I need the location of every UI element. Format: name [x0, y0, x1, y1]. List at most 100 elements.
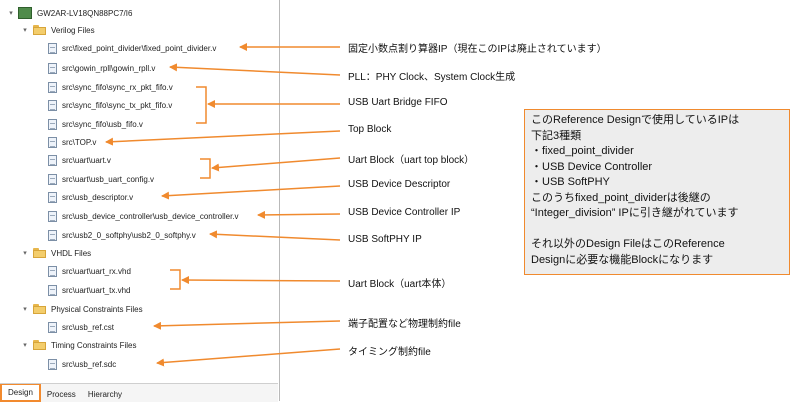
annotation-device-controller: USB Device Controller IP: [348, 207, 461, 218]
annotation-uart-vhdl: Uart Block（uart本体）: [348, 279, 452, 290]
file-item[interactable]: src\uart\uart_rx.vhd: [48, 262, 131, 280]
file-item[interactable]: src\sync_fifo\usb_fifo.v: [48, 115, 143, 133]
file-label: src\TOP.v: [62, 137, 97, 147]
file-icon: [48, 173, 57, 185]
info-line: それ以外のDesign FileはこのReference: [531, 238, 725, 250]
file-icon: [48, 229, 57, 241]
tab-process[interactable]: Process: [46, 390, 76, 399]
file-item[interactable]: src\usb_device_controller\usb_device_con…: [48, 207, 239, 225]
arrow-sdc: [156, 348, 341, 367]
file-icon: [48, 321, 57, 333]
file-label: src\uart\usb_uart_config.v: [62, 174, 155, 184]
arrow-top: [105, 130, 341, 146]
annotation-divider: 固定小数点割り算器IP（現在このIPは廃止されています）: [348, 44, 607, 55]
folder-verilog[interactable]: ▾ Verilog Files: [20, 21, 95, 39]
project-name: GW2AR-LV18QN88PC7/I6: [37, 8, 133, 18]
file-icon: [48, 191, 57, 203]
arrow-cst: [153, 320, 341, 330]
file-icon: [48, 136, 57, 148]
folder-physical-constraints[interactable]: ▾ Physical Constraints Files: [20, 300, 143, 318]
bracket-fifo: [196, 86, 207, 124]
file-icon: [48, 265, 57, 277]
file-icon: [48, 210, 57, 222]
info-line: 下記3種類: [531, 129, 582, 142]
annotation-descriptor: USB Device Descriptor: [348, 179, 451, 190]
annotation-uart: Uart Block（uart top block）: [348, 155, 475, 166]
folder-icon: [33, 248, 46, 258]
folder-timing-constraints[interactable]: ▾ Timing Constraints Files: [20, 336, 137, 354]
collapse-icon[interactable]: ▾: [23, 27, 27, 34]
file-icon: [48, 62, 57, 74]
file-label: src\uart\uart.v: [62, 155, 111, 165]
file-label: src\usb_device_controller\usb_device_con…: [62, 211, 239, 221]
file-item[interactable]: src\fixed_point_divider\fixed_point_divi…: [48, 39, 216, 57]
panel-tab-bar: Design Process Hierarchy: [0, 383, 278, 402]
file-label: src\sync_fifo\sync_tx_pkt_fifo.v: [62, 100, 173, 110]
file-label: src\sync_fifo\sync_rx_pkt_fifo.v: [62, 82, 173, 92]
file-item[interactable]: src\uart\uart.v: [48, 151, 111, 169]
file-icon: [48, 99, 57, 111]
arrow-descriptor: [161, 185, 341, 200]
info-box: このReference Designで使用しているIPは 下記3種類 ・fixe…: [524, 109, 790, 275]
folder-label: Physical Constraints Files: [51, 304, 143, 314]
file-item[interactable]: src\usb_ref.cst: [48, 318, 114, 336]
folder-icon: [33, 304, 46, 314]
file-item[interactable]: src\uart\usb_uart_config.v: [48, 170, 154, 188]
file-item[interactable]: src\uart\uart_tx.vhd: [48, 281, 130, 299]
file-icon: [48, 42, 57, 54]
file-label: src\uart\uart_tx.vhd: [62, 285, 131, 295]
annotation-sdc: タイミング制約file: [348, 347, 431, 358]
annotation-top: Top Block: [348, 124, 392, 135]
design-tree-panel: ▾ GW2AR-LV18QN88PC7/I6 ▾ Verilog Files s…: [0, 0, 280, 402]
annotation-cst: 端子配置など物理制約file: [348, 319, 461, 330]
file-item[interactable]: src\sync_fifo\sync_rx_pkt_fifo.v: [48, 78, 173, 96]
file-label: src\sync_fifo\usb_fifo.v: [62, 119, 143, 129]
file-icon: [48, 284, 57, 296]
collapse-icon[interactable]: ▾: [9, 10, 13, 17]
arrow-uart: [211, 157, 341, 172]
info-line: このうちfixed_point_dividerは後継の: [531, 191, 711, 204]
file-label: src\fixed_point_divider\fixed_point_divi…: [62, 43, 217, 53]
project-node[interactable]: ▾ GW2AR-LV18QN88PC7/I6: [6, 4, 132, 22]
file-item[interactable]: src\usb2_0_softphy\usb2_0_softphy.v: [48, 226, 196, 244]
bracket-uart-vhdl: [170, 269, 181, 290]
arrow-uart-vhdl: [181, 276, 341, 285]
arrow-softphy: [209, 230, 341, 241]
collapse-icon[interactable]: ▾: [23, 342, 27, 349]
fpga-chip-icon: [18, 7, 32, 19]
file-icon: [48, 118, 57, 130]
info-line: [531, 222, 783, 238]
bracket-uart: [200, 158, 211, 179]
file-item[interactable]: src\gowin_rpll\gowin_rpll.v: [48, 59, 155, 77]
info-line: このReference Designで使用しているIPは: [531, 114, 740, 126]
arrow-pll: [169, 63, 341, 76]
file-item[interactable]: src\usb_ref.sdc: [48, 355, 116, 373]
file-label: src\usb2_0_softphy\usb2_0_softphy.v: [62, 230, 196, 240]
file-label: src\usb_ref.cst: [62, 322, 115, 332]
file-label: src\gowin_rpll\gowin_rpll.v: [62, 63, 156, 73]
folder-icon: [33, 340, 46, 350]
file-label: src\usb_ref.sdc: [62, 359, 117, 369]
file-tree: ▾ GW2AR-LV18QN88PC7/I6 ▾ Verilog Files s…: [0, 0, 278, 382]
arrow-device-controller: [257, 210, 341, 219]
file-item[interactable]: src\sync_fifo\sync_tx_pkt_fifo.v: [48, 96, 172, 114]
file-icon: [48, 154, 57, 166]
file-icon: [48, 358, 57, 370]
info-line: “Integer_division” IPに引き継がれています: [531, 207, 739, 219]
tab-hierarchy[interactable]: Hierarchy: [87, 390, 123, 399]
folder-vhdl[interactable]: ▾ VHDL Files: [20, 244, 91, 262]
folder-label: Timing Constraints Files: [51, 340, 137, 350]
info-line: ・USB Device Controller: [531, 160, 653, 173]
file-label: src\usb_descriptor.v: [62, 192, 134, 202]
collapse-icon[interactable]: ▾: [23, 306, 27, 313]
folder-icon: [33, 25, 46, 35]
annotation-pll: PLL：PHY Clock、System Clock生成: [348, 72, 516, 83]
collapse-icon[interactable]: ▾: [23, 250, 27, 257]
info-line: ・USB SoftPHY: [531, 176, 610, 188]
info-line: Designに必要な機能Blockになります: [531, 253, 714, 266]
folder-label: Verilog Files: [51, 25, 95, 35]
annotation-fifo: USB Uart Bridge FIFO: [348, 97, 448, 108]
file-item[interactable]: src\usb_descriptor.v: [48, 188, 133, 206]
file-item[interactable]: src\TOP.v: [48, 133, 96, 151]
